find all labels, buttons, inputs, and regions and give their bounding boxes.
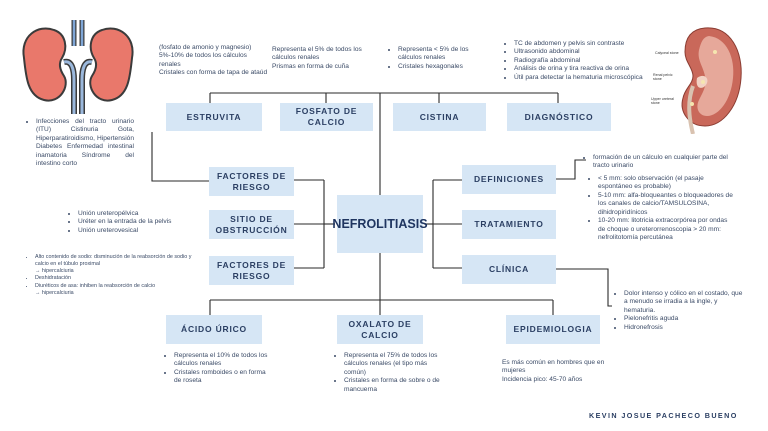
box-cistina: CISTINA [393, 103, 486, 131]
label-calyceal-stone: Calyceal stone [655, 51, 679, 55]
factores2-notes: Alto contenido de sodio: disminución de … [28, 254, 198, 297]
clinica-note-2: Pielonefritis aguda [624, 315, 744, 323]
factores1-notes: Infecciones del tracto urinario (ITU) Ci… [30, 118, 134, 169]
kidney-cross-section [681, 27, 742, 134]
kidney-illustration [22, 20, 134, 114]
diagnostico-note-1: TC de abdomen y pelvis sin contraste [514, 40, 654, 48]
author-name: KEVIN JOSUE PACHECO BUENO [589, 411, 738, 420]
center-nefrolitiasis: NEFROLITIASIS [332, 195, 428, 253]
fosfato-notes: Representa el 5% de todos los cálculos r… [272, 46, 382, 71]
box-estruvita: ESTRUVITA [166, 103, 262, 131]
label-renal-pelvic-stone: Renal pelvic stone [653, 73, 673, 81]
box-factores-de-riesgo-1: FACTORES DE RIESGO [209, 167, 294, 196]
estruvita-note-3: Cristales con forma de tapa de ataúd [159, 69, 268, 77]
sitio-note-3: Unión ureterovesical [78, 227, 198, 235]
diagnostico-notes: TC de abdomen y pelvis sin contraste Ult… [504, 40, 654, 82]
oxalato-note-2: Cristales en forma de sobre o de mancuer… [344, 377, 440, 394]
estruvita-notes: (fosfato de amonio y magnesio) 5%-10% de… [159, 44, 269, 78]
sitio-note-1: Unión ureteropélvica [78, 210, 198, 218]
cistina-note-2: Cristales hexagonales [398, 63, 486, 71]
acido-notes: Representa el 10% de todos los cálculos … [164, 352, 274, 386]
clinica-notes: Dolor intenso y cólico en el costado, qu… [614, 290, 744, 332]
epidemiologia-notes: Es más común en hombres que en mujeres I… [502, 359, 612, 384]
sitio-note-2: Uréter en la entrada de la pelvis [78, 218, 198, 226]
clinica-note-1: Dolor intenso y cólico en el costado, qu… [624, 290, 744, 315]
fosfato-note-2: Prismas en forma de cuña [272, 62, 349, 70]
tratamiento-note-3: 10-20 mm: litotricia extracorpórea por o… [598, 217, 736, 242]
box-acido-urico: ÁCIDO ÚRICO [166, 315, 262, 344]
box-clinica: CLÍNICA [462, 255, 556, 284]
cistina-notes: Representa < 5% de los cálculos renales … [388, 46, 486, 71]
sitio-notes: Unión ureteropélvica Uréter en la entrad… [68, 210, 198, 235]
tratamiento-note-1: < 5 mm: solo observación (el pasaje espo… [598, 175, 736, 192]
factores2-note-1: Alto contenido de sodio: disminución de … [35, 254, 198, 275]
definiciones-note: formación de un cálculo en cualquier par… [593, 154, 736, 171]
oxalato-note-1: Representa el 75% de todos los cálculos … [344, 352, 440, 377]
factores2-note-3: Diuréticos de asa: inhiben la reabsorció… [35, 283, 198, 297]
oxalato-notes: Representa el 75% de todos los cálculos … [334, 352, 440, 394]
box-oxalato-de-calcio: OXALATO DE CALCIO [337, 315, 423, 344]
acido-note-1: Representa el 10% de todos los cálculos … [174, 352, 274, 369]
box-definiciones: DEFINICIONES [462, 165, 556, 194]
diagnostico-note-2: Ultrasonido abdominal [514, 48, 654, 56]
diagnostico-note-4: Análisis de orina y tira reactiva de ori… [514, 65, 654, 73]
diagnostico-note-3: Radiografía abdominal [514, 57, 654, 65]
box-epidemiologia: EPIDEMIOLOGIA [506, 315, 600, 344]
box-diagnostico: DIAGNÓSTICO [507, 103, 611, 131]
box-factores-de-riesgo-2: FACTORES DE RIESGO [209, 256, 294, 285]
definiciones-treatment-notes: formación de un cálculo en cualquier par… [586, 154, 736, 242]
factores2-note-2: Deshidratación [35, 275, 198, 282]
box-sitio-de-obstruccion: SITIO DE OBSTRUCCIÓN [209, 210, 294, 239]
estruvita-note-2: 5%-10% de todos los cálculos renales [159, 52, 247, 68]
diagnostico-note-5: Útil para detectar la hematuria microscó… [514, 74, 654, 82]
acido-note-2: Cristales romboides o en forma de roseta [174, 369, 274, 386]
epidemiologia-note-2: Incidencia pico: 45-70 años [502, 375, 583, 383]
tratamiento-note-2: 5-10 mm: alfa-bloqueantes o bloqueadores… [598, 192, 736, 217]
clinica-note-3: Hidronefrosis [624, 324, 744, 332]
cistina-note-1: Representa < 5% de los cálculos renales [398, 46, 486, 63]
box-tratamiento: TRATAMIENTO [462, 210, 556, 239]
factores1-note: Infecciones del tracto urinario (ITU) Ci… [36, 118, 134, 169]
fosfato-note-1: Representa el 5% de todos los cálculos r… [272, 46, 362, 62]
estruvita-note-1: (fosfato de amonio y magnesio) [159, 44, 252, 51]
epidemiologia-note-1: Es más común en hombres que en mujeres [502, 359, 605, 375]
label-upper-ureteral-stone: Upper ureteral stone [651, 97, 674, 105]
box-fosfato-de-calcio: FOSFATO DE CALCIO [280, 103, 373, 131]
